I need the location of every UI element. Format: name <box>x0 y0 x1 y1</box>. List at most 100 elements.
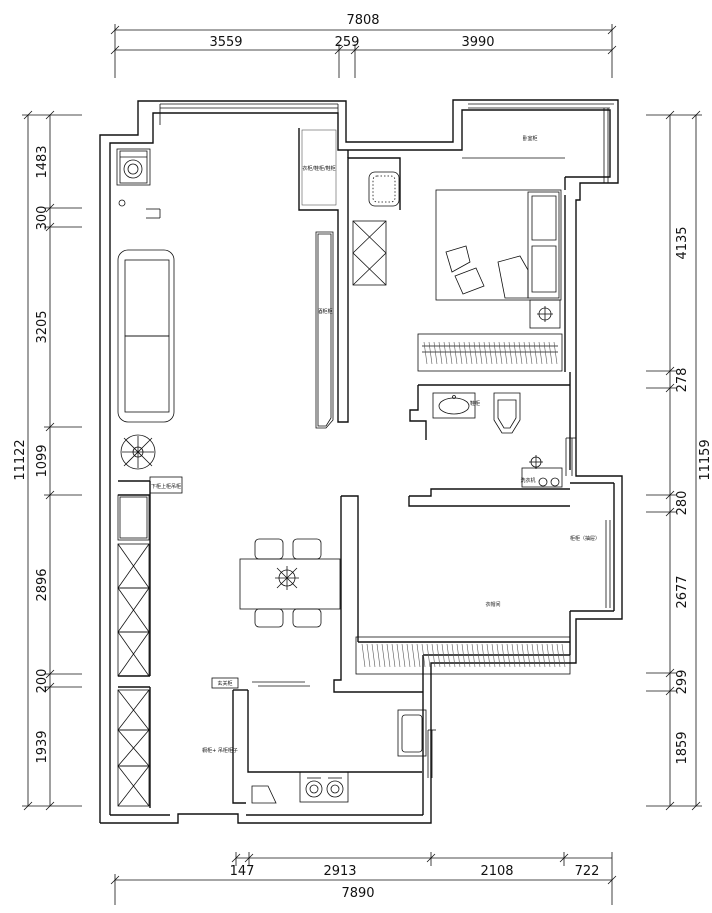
hanger-mark <box>381 643 386 668</box>
hanger-mark <box>406 643 411 668</box>
hanger-mark <box>468 341 473 365</box>
bathroom-fixtures <box>432 392 576 488</box>
bed <box>435 189 562 329</box>
hanger-mark <box>411 643 416 668</box>
bottom-total-dim: 7890 <box>341 886 374 901</box>
left-dim-5: 2896 <box>35 568 50 601</box>
hanger-mark <box>428 341 433 365</box>
bottom-dim-4: 722 <box>575 864 600 879</box>
right-dim-3: 280 <box>675 491 690 516</box>
hanger-mark <box>498 341 503 365</box>
hanger-mark <box>548 341 553 365</box>
hanger-mark <box>371 643 376 668</box>
hanger-mark <box>421 643 426 668</box>
sliding-door <box>211 677 310 689</box>
hanger-mark <box>431 643 436 668</box>
hanger-mark <box>546 643 551 668</box>
top-total-dim: 7808 <box>346 13 379 28</box>
kitchen-fixtures <box>251 709 436 804</box>
hanger-mark <box>448 341 453 365</box>
label-entry-door: 玄关柜 <box>217 680 232 687</box>
hanger-mark <box>513 341 518 365</box>
hanger-mark <box>453 341 458 365</box>
hanger-mark <box>436 643 441 668</box>
hanger-mark <box>396 643 401 668</box>
hanger-mark <box>481 643 486 668</box>
left-total-dim: 11122 <box>13 439 28 480</box>
left-dim-4: 1099 <box>35 444 50 477</box>
hanger-mark <box>543 341 548 365</box>
hanger-mark <box>486 643 491 668</box>
hanger-mark <box>401 643 406 668</box>
hanger-mark <box>553 341 558 365</box>
hanger-mark <box>441 643 446 668</box>
hanger-mark <box>551 643 556 668</box>
label-kitchen: 橱柜+ 吊柜柜子 <box>202 747 238 754</box>
hanger-mark <box>491 643 496 668</box>
hanger-mark <box>423 341 428 365</box>
label-wc: 洗衣机 <box>520 477 535 484</box>
tall-partition-cabinet <box>315 231 334 429</box>
hanger-mark <box>458 341 463 365</box>
hanger-mark <box>451 643 456 668</box>
hanger-mark <box>461 643 466 668</box>
bath-mat <box>368 171 400 207</box>
hanger-mark <box>521 643 526 668</box>
hanger-mark <box>516 643 521 668</box>
hanger-mark <box>538 341 543 365</box>
bottom-dim-2: 2913 <box>323 864 356 879</box>
left-dim-7: 1939 <box>35 730 50 763</box>
hanger-mark <box>531 643 536 668</box>
hanger-mark <box>426 643 431 668</box>
hanger-mark <box>508 341 513 365</box>
hanger-mark <box>386 643 391 668</box>
ceiling-lamp-icon <box>120 434 156 470</box>
label-top-right-room: 卧室柜 <box>522 135 537 142</box>
top-dim-1: 3559 <box>209 35 242 50</box>
hanger-mark <box>488 341 493 365</box>
hanger-mark <box>561 643 566 668</box>
hanger-mark <box>501 643 506 668</box>
label-cabinet: 柜柜（抽屉） <box>570 535 600 542</box>
sofa <box>117 249 175 423</box>
right-dim-4: 2677 <box>675 575 690 608</box>
top-dim-2: 259 <box>335 35 360 50</box>
right-dim-2: 278 <box>675 368 690 393</box>
left-dimension-chain <box>22 110 82 811</box>
left-dim-6: 200 <box>35 669 50 694</box>
hanger-mark <box>416 643 421 668</box>
hanger-mark <box>366 643 371 668</box>
left-dim-3: 3205 <box>35 310 50 343</box>
hanger-mark <box>541 643 546 668</box>
hanger-mark <box>496 643 501 668</box>
top-dim-3: 3990 <box>461 35 494 50</box>
kitchen-wall-stub <box>146 208 161 219</box>
upper-cabinet <box>301 129 337 206</box>
dining-table <box>239 538 341 628</box>
left-dim-2: 300 <box>35 206 50 231</box>
label-wardrobe-room: 衣帽间 <box>485 601 500 608</box>
hanger-mark <box>503 341 508 365</box>
hanger-mark <box>476 643 481 668</box>
hanger-mark <box>446 643 451 668</box>
hanger-mark <box>518 341 523 365</box>
wardrobe-closet <box>355 636 571 675</box>
left-dim-1: 1483 <box>35 145 50 178</box>
right-dim-5: 299 <box>675 670 690 695</box>
balcony-top <box>152 103 339 125</box>
hanger-mark <box>523 341 528 365</box>
hanger-mark <box>443 341 448 365</box>
right-dim-6: 1859 <box>675 731 690 764</box>
hanger-mark <box>433 341 438 365</box>
exterior-walls <box>99 99 623 824</box>
hanger-mark <box>478 341 483 365</box>
hanger-mark <box>456 643 461 668</box>
hanger-mark <box>473 341 478 365</box>
label-tall-cabinet: 酒柜柜 <box>317 308 332 315</box>
hanger-mark <box>391 643 396 668</box>
bottom-dimension-chain <box>110 852 617 905</box>
entry-cabinet <box>352 220 387 286</box>
right-dim-1: 4135 <box>675 226 690 259</box>
bottom-dim-1: 147 <box>230 864 255 879</box>
